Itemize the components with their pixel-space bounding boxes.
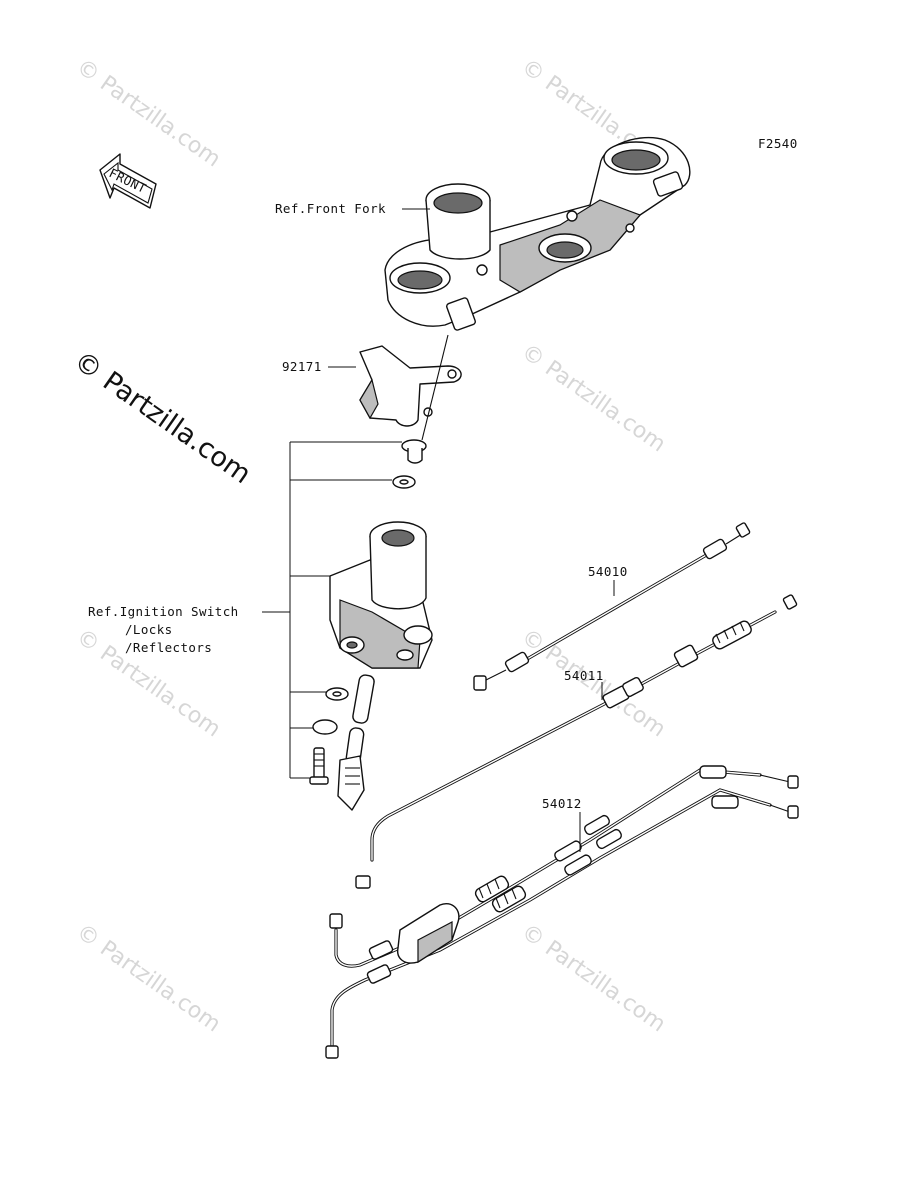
label-ignition-line1: Ref.Ignition Switch xyxy=(88,604,239,619)
label-ignition-line3: /Reflectors xyxy=(125,640,212,655)
watermark: © Partzilla.com xyxy=(72,54,225,172)
ignition-switch xyxy=(329,521,433,669)
switch-parts xyxy=(309,674,375,811)
watermark: © Partzilla.com xyxy=(72,919,225,1037)
cable-54011 xyxy=(355,594,798,889)
cable-54010 xyxy=(473,522,751,691)
label-cable-54012: 54012 xyxy=(542,796,582,811)
label-cable-54010: 54010 xyxy=(588,564,628,579)
front-arrow-icon: FRONT xyxy=(99,153,157,209)
stud-line xyxy=(421,334,449,441)
washers xyxy=(392,439,427,489)
label-bracket: 92171 xyxy=(282,359,322,374)
bracket-92171 xyxy=(359,345,462,427)
label-ignition-line2: /Locks xyxy=(125,622,173,637)
watermark: © Partzilla.com xyxy=(517,919,670,1037)
steering-stem-head xyxy=(384,136,691,331)
label-cable-54011: 54011 xyxy=(564,668,604,683)
watermark: © Partzilla.com xyxy=(517,624,670,742)
figure-code: F2540 xyxy=(758,136,798,151)
watermark-main: © Partzilla.com xyxy=(68,345,256,490)
cable-54012 xyxy=(325,765,799,1059)
watermark: © Partzilla.com xyxy=(517,339,670,457)
leader-ignition-bracket xyxy=(262,441,402,779)
label-front-fork: Ref.Front Fork xyxy=(275,201,386,216)
